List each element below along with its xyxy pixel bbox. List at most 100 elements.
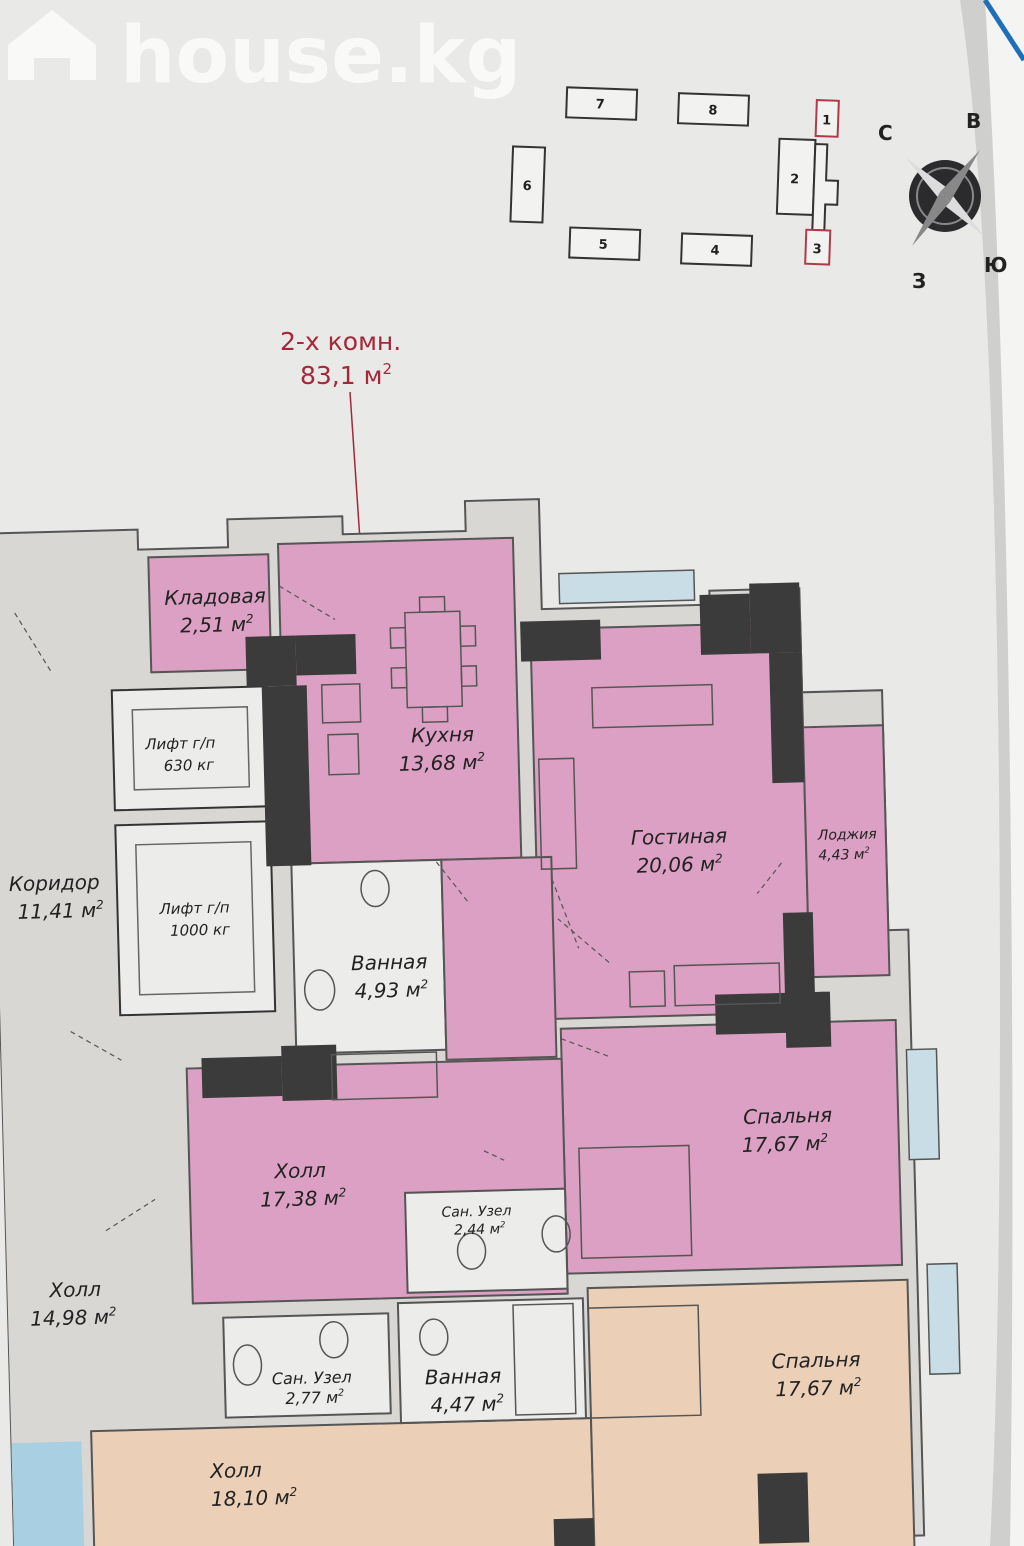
key-block-4 [680, 232, 754, 267]
svg-text:2,77 м2: 2,77 м2 [285, 1388, 344, 1409]
toilet-icon [360, 869, 390, 908]
room-gostinaya [529, 621, 812, 1021]
room-sanuzel-1 [403, 1187, 569, 1294]
svg-text:Ванная: Ванная [425, 1363, 502, 1389]
label-spalnya-1: Спальня 17,67 м2 [742, 1103, 833, 1157]
compass-west: З [912, 269, 926, 293]
compass-rose: С В Ю З [878, 109, 1007, 293]
blue-accent-line [982, 0, 1024, 62]
key-block-3-label: 3 [812, 242, 822, 257]
svg-text:Холл: Холл [273, 1158, 326, 1183]
room-spalnya-2 [586, 1278, 916, 1546]
room-labels: Кладовая 2,51 м2 Кухня 13,68 м2 Гостиная… [8, 583, 877, 1511]
watermark-text: house.kg [120, 11, 521, 101]
svg-text:14,98 м2: 14,98 м2 [30, 1304, 117, 1330]
room-kuhnya [276, 536, 523, 865]
svg-text:2,51 м2: 2,51 м2 [180, 612, 254, 638]
svg-text:2,44 м2: 2,44 м2 [454, 1219, 506, 1238]
label-spalnya-2: Спальня 17,67 м2 [771, 1347, 862, 1401]
watermark: house.kg [8, 10, 521, 101]
label-kuhnya: Кухня 13,68 м2 [398, 722, 485, 776]
svg-text:Холл: Холл [48, 1277, 101, 1302]
svg-text:Лифт г/п: Лифт г/п [158, 898, 230, 918]
label-holl-2: Холл 14,98 м2 [30, 1277, 117, 1331]
washbasin-icon [303, 969, 336, 1011]
apartment-title: 2-х комн. [280, 327, 401, 356]
label-sanuzel-2: Сан. Узел 2,77 м2 [272, 1367, 352, 1409]
svg-text:20,06 м2: 20,06 м2 [636, 851, 723, 877]
bed-2-icon [587, 1304, 702, 1419]
key-block-3 [804, 228, 832, 266]
compass-north: С [878, 121, 893, 145]
key-block-1-label: 1 [822, 113, 832, 128]
svg-text:Спальня: Спальня [771, 1347, 861, 1373]
key-block-8 [676, 92, 751, 127]
svg-text:1000 кг: 1000 кг [170, 920, 230, 940]
svg-text:Лифт г/п: Лифт г/п [144, 734, 216, 754]
compass-south: Ю [984, 253, 1007, 277]
room-vannaya-2 [396, 1297, 587, 1425]
compass-east: В [966, 109, 981, 133]
key-block-4-label: 4 [710, 243, 720, 258]
neighbour-apartment [90, 1278, 916, 1546]
apartment-area: 83,1 м2 [300, 360, 392, 390]
apartment-rooms [147, 536, 904, 1305]
svg-text:17,67 м2: 17,67 м2 [775, 1375, 862, 1401]
label-koridor: Коридор 11,41 м2 [8, 870, 104, 924]
svg-text:4,43 м2: 4,43 м2 [818, 845, 870, 864]
label-lodzhiya: Лоджия 4,43 м2 [817, 826, 877, 864]
room-kladovaya [147, 553, 273, 674]
label-holl-1: Холл 17,38 м2 [260, 1158, 347, 1212]
label-lift-630: Лифт г/п 630 кг [144, 734, 216, 775]
svg-text:Сан. Узел: Сан. Узел [272, 1367, 352, 1388]
svg-text:13,68 м2: 13,68 м2 [398, 750, 485, 776]
svg-text:Лоджия: Лоджия [817, 826, 877, 844]
stair-blue-area [11, 1441, 85, 1546]
svg-text:Спальня: Спальня [743, 1103, 833, 1129]
sink-icon [327, 733, 360, 776]
room-sanuzel-2 [222, 1312, 392, 1419]
room-holl-corridor [440, 855, 558, 1061]
label-kladovaya: Кладовая 2,51 м2 [164, 583, 266, 638]
key-plan: 7 8 6 5 4 2 1 3 [509, 86, 840, 267]
key-block-5 [568, 226, 642, 261]
svg-text:4,47 м2: 4,47 м2 [430, 1391, 504, 1417]
label-sanuzel-1: Сан. Узел 2,44 м2 [441, 1203, 511, 1239]
bathtub-icon [330, 1051, 439, 1101]
furniture [232, 595, 781, 1419]
svg-text:4,93 м2: 4,93 м2 [354, 977, 428, 1003]
label-holl-3: Холл 18,10 м2 [209, 1458, 297, 1511]
doors [14, 585, 782, 1232]
structural-walls [201, 582, 832, 1546]
key-block-7-label: 7 [595, 97, 605, 112]
label-vannaya-2: Ванная 4,47 м2 [425, 1363, 505, 1417]
table-icon [591, 683, 714, 729]
svg-text:Сан. Узел: Сан. Узел [441, 1203, 511, 1221]
label-lift-1000: Лифт г/п 1000 кг [158, 898, 230, 940]
house-logo-icon [8, 10, 96, 80]
key-block-5-label: 5 [598, 238, 608, 253]
room-lodzhiya [801, 724, 891, 979]
key-block-6 [509, 145, 547, 224]
svg-text:17,67 м2: 17,67 м2 [742, 1131, 829, 1157]
svg-text:Коридор: Коридор [8, 870, 99, 896]
floor-plan: Кладовая 2,51 м2 Кухня 13,68 м2 Гостиная… [0, 498, 961, 1546]
key-block-1 [814, 98, 840, 138]
bed-icon [578, 1144, 693, 1260]
svg-text:630 кг: 630 кг [164, 756, 215, 775]
sofa-icon [537, 757, 578, 870]
armchair-icon [628, 970, 666, 1008]
windows [558, 569, 961, 1375]
room-holl-3 [90, 1417, 596, 1546]
label-gostinaya: Гостиная 20,06 м2 [630, 823, 727, 877]
svg-text:11,41 м2: 11,41 м2 [17, 898, 104, 924]
key-block-8-label: 8 [708, 103, 718, 118]
svg-text:17,38 м2: 17,38 м2 [260, 1185, 347, 1211]
key-block-2-label: 2 [790, 172, 800, 187]
svg-text:Кухня: Кухня [411, 722, 475, 748]
apartment-callout: 2-х комн. 83,1 м2 [280, 327, 401, 577]
svg-text:Ванная: Ванная [351, 949, 428, 975]
stove-icon [320, 683, 362, 724]
svg-text:Кладовая: Кладовая [164, 583, 266, 610]
